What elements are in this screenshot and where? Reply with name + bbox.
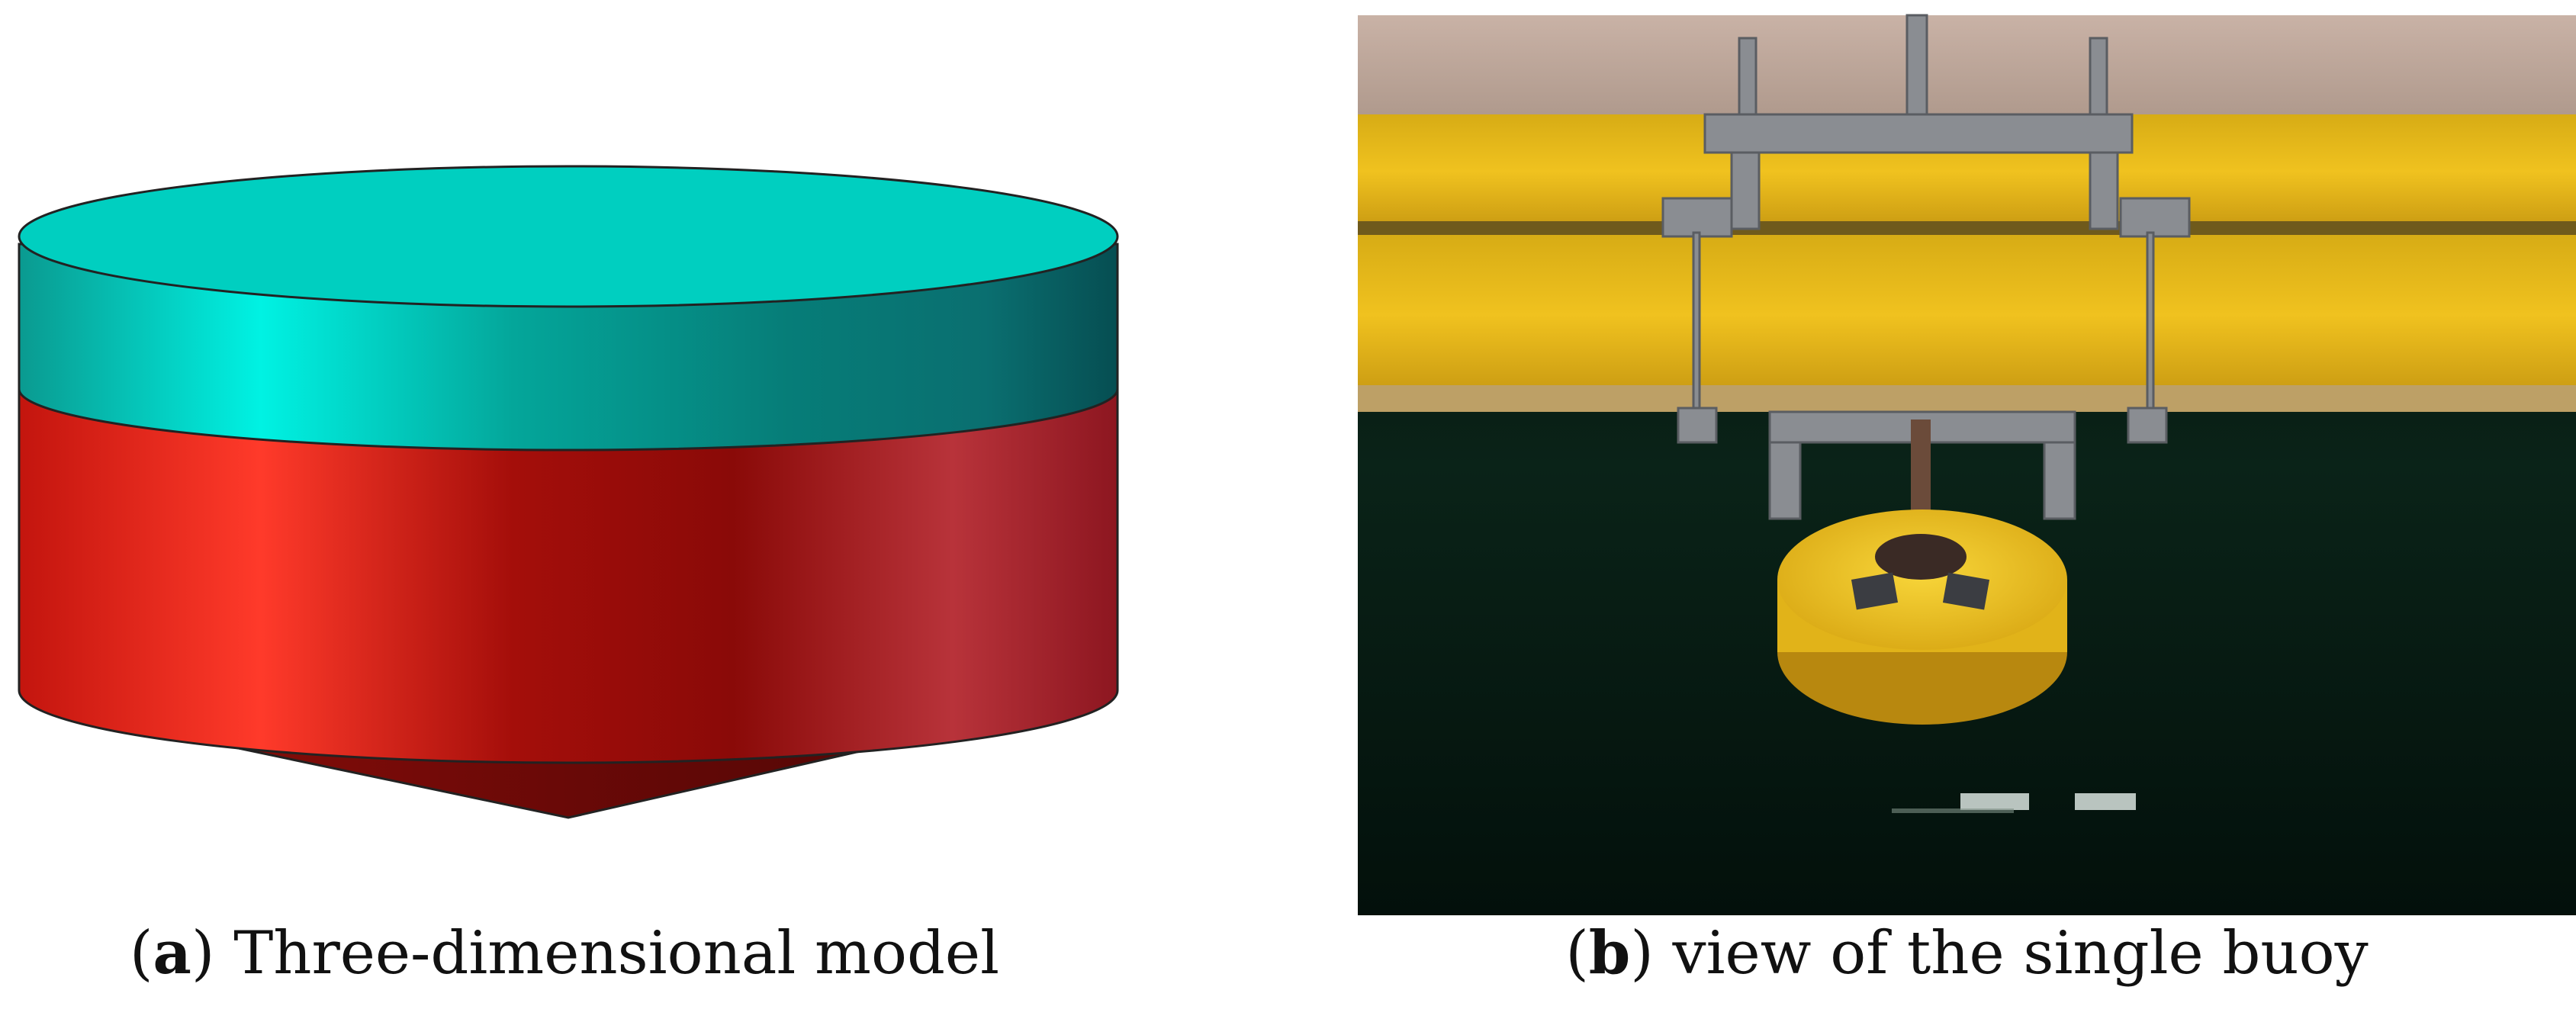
buoy-photo — [1358, 14, 2576, 915]
red-cylinder-side — [18, 387, 1119, 764]
floor — [1358, 15, 2576, 114]
caption-b: (b) view of the single buoy — [1565, 918, 2369, 988]
yellow-rail-lower — [1358, 235, 2576, 395]
caption-b-text: view of the single buoy — [1672, 919, 2369, 988]
caption-b-letter: b — [1588, 918, 1631, 988]
panel-b-photo: (b) view of the single buoy — [1358, 0, 2576, 1019]
water-reflection — [1960, 793, 2029, 810]
caption-a-text: Three-dimensional model — [233, 919, 1000, 988]
caption-a-letter: a — [153, 918, 191, 988]
buoy-3d-model-figure — [18, 165, 1119, 819]
cylinder-top-face — [18, 165, 1119, 308]
yellow-buoy — [1777, 510, 2067, 725]
caption-a: (a) Three-dimensional model — [129, 918, 1000, 988]
panel-a-3d-model: (a) Three-dimensional model — [0, 0, 1129, 1019]
steel-frame — [1661, 14, 2191, 520]
